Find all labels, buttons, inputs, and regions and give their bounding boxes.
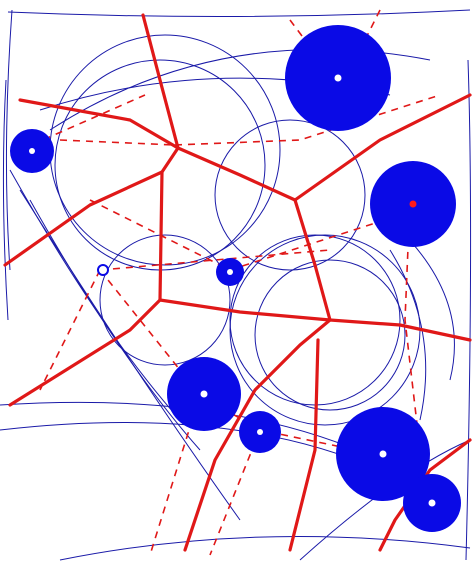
site-center-tiny xyxy=(216,258,244,286)
site-center-marker xyxy=(227,269,233,275)
empty-circle-center xyxy=(99,234,231,366)
left-diagonal-curve-1 xyxy=(29,199,201,451)
empty-circle-lower-right-3 xyxy=(254,259,406,411)
site-lower-middle xyxy=(167,357,241,431)
voronoi-edge-lower-center xyxy=(183,318,332,552)
voronoi-edge-left xyxy=(3,170,164,267)
empty-circle-middle-right xyxy=(214,119,366,271)
dashed-edge-2 xyxy=(19,94,146,151)
site-bottom-right-large xyxy=(336,407,430,501)
left-boundary-curve xyxy=(5,9,13,271)
site-left-small xyxy=(10,129,54,173)
dashed-edge-3 xyxy=(174,94,441,146)
site-center-marker xyxy=(334,74,342,82)
site-center-marker xyxy=(428,499,436,507)
site-right-medium xyxy=(370,161,456,247)
site-left-point xyxy=(97,264,109,276)
voronoi-edge-center-left-down xyxy=(8,298,162,407)
site-top-right-large xyxy=(285,25,391,131)
voronoi-edge-lower-right xyxy=(288,338,320,552)
left-diagonal-curve-2 xyxy=(19,189,241,521)
left-boundary-curve-2 xyxy=(2,79,9,321)
voronoi-edge-top-left xyxy=(141,13,180,150)
site-center-marker xyxy=(200,390,208,398)
site-center-marker xyxy=(257,429,263,435)
site-bottom-right-corner xyxy=(403,474,461,532)
voronoi-edge-right-mid xyxy=(328,318,472,342)
dashed-edge-6 xyxy=(229,214,401,271)
right-side-curve xyxy=(389,249,427,421)
top-boundary-curve xyxy=(7,9,471,18)
voronoi-edge-center-right xyxy=(293,198,332,322)
voronoi-edge-top-left-branch xyxy=(18,98,180,150)
dashed-edge-10 xyxy=(209,429,261,556)
voronoi-edge-center xyxy=(158,298,332,322)
bottom-arc-curve-3 xyxy=(59,535,471,561)
dashed-edge-7 xyxy=(39,269,101,391)
right-boundary-curve xyxy=(465,59,472,561)
dashed-edge-1 xyxy=(59,139,176,146)
voronoi-edge-right-upper xyxy=(293,93,472,202)
site-center-marker-red xyxy=(409,200,417,208)
sites xyxy=(10,25,461,532)
site-center-marker xyxy=(29,148,35,154)
site-center-marker xyxy=(379,450,387,458)
left-diagonal-curve-3 xyxy=(9,169,181,421)
voronoi-edge-upper-mid xyxy=(176,146,297,202)
site-lower-small xyxy=(239,411,281,453)
